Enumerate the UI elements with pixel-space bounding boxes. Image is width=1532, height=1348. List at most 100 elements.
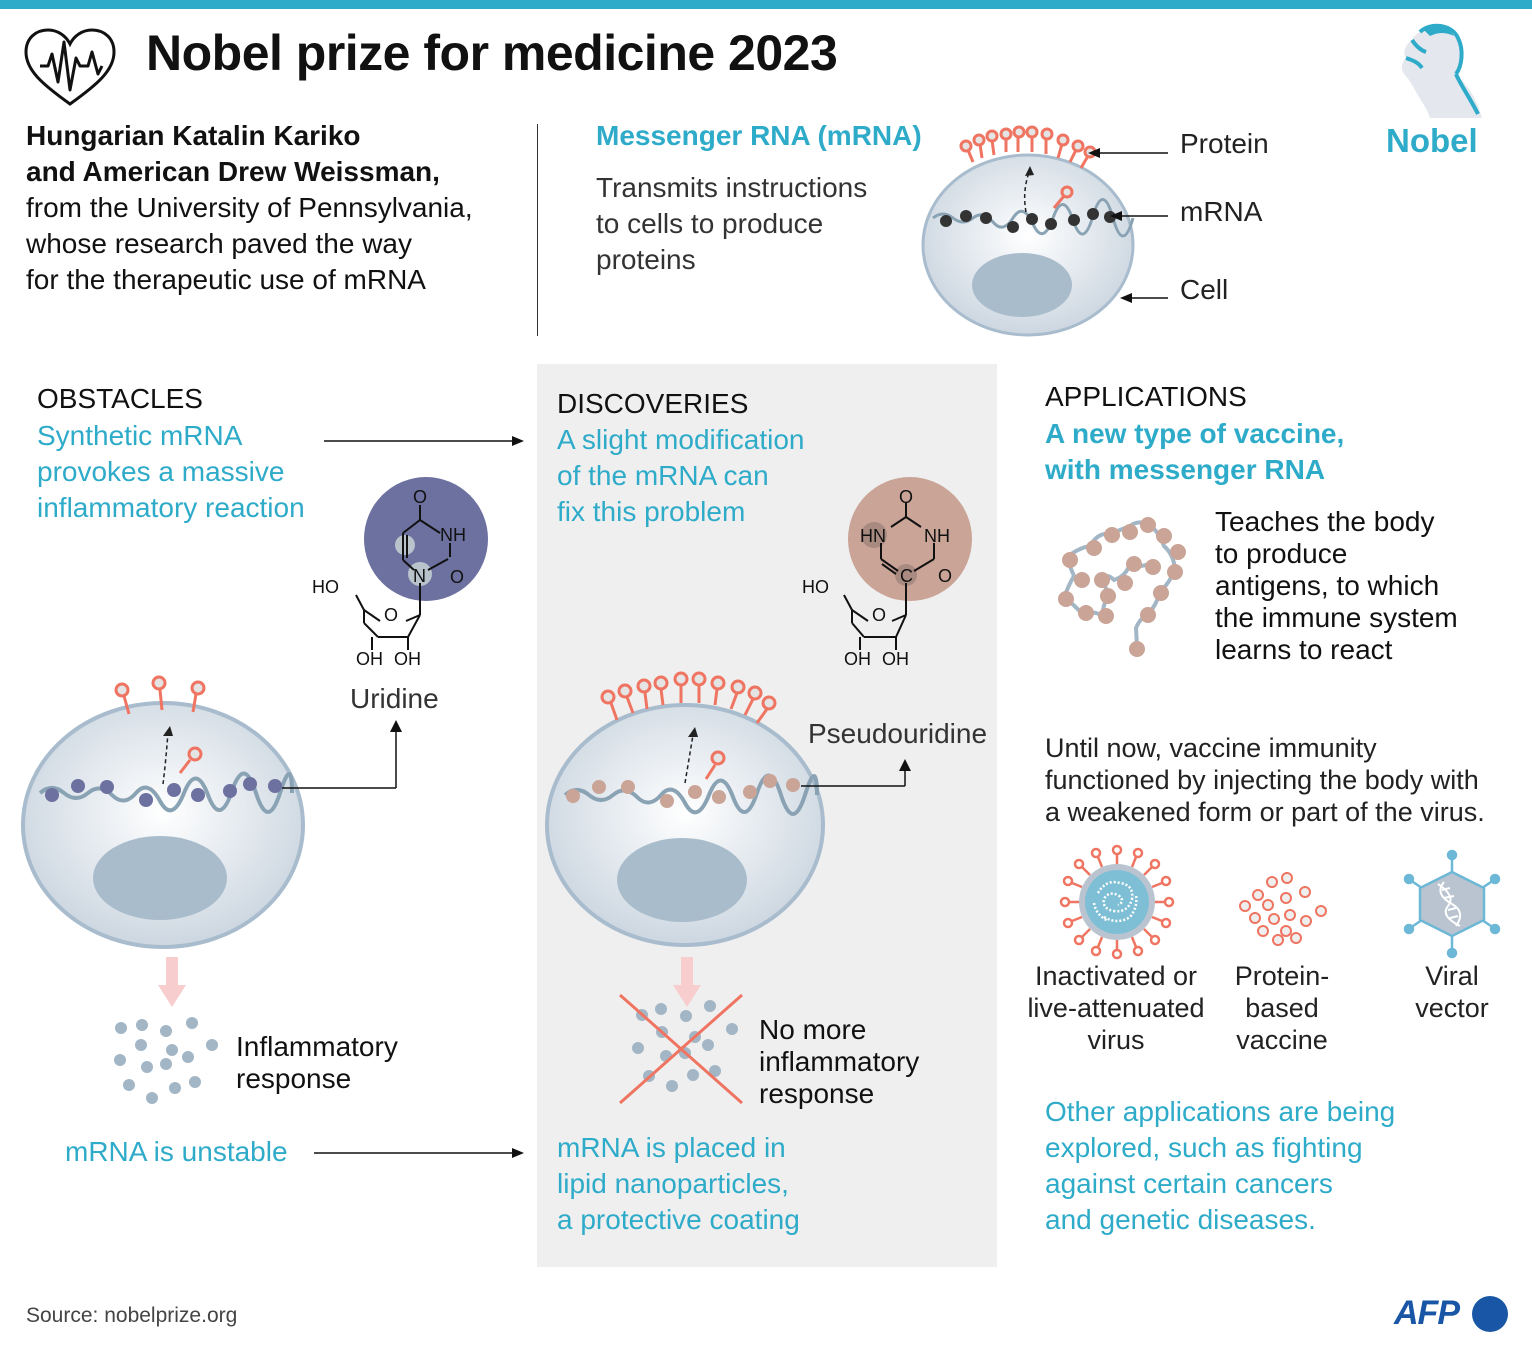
type-line: Inactivated or (1034, 961, 1198, 991)
laureate-line-1: Hungarian Katalin Kariko (26, 120, 361, 151)
uridine-molecule-icon: O NH O N HO O OH OH (312, 477, 488, 669)
svg-text:N: N (413, 566, 426, 586)
applications-subheading: A new type of vaccine, with messenger RN… (1045, 416, 1344, 488)
other-applications-text: Other applications are being explored, s… (1045, 1094, 1395, 1238)
top-accent-bar (0, 0, 1532, 9)
applications-sub-line: with messenger RNA (1045, 454, 1326, 485)
mrna-label: mRNA (1180, 196, 1263, 227)
afp-logo-icon (1472, 1296, 1508, 1332)
intro-line-3: from the University of Pennsylvania, (26, 192, 473, 223)
mrna-description: Transmits instructions to cells to produ… (596, 170, 916, 278)
svg-text:O: O (938, 566, 952, 586)
until-line: functioned by injecting the body with (1045, 765, 1479, 795)
obstacles-line: inflammatory reaction (37, 492, 305, 523)
lipid-nanoparticles-text: mRNA is placed in lipid nanoparticles, a… (557, 1130, 800, 1238)
obstacles-heading: OBSTACLES (37, 383, 203, 414)
discoveries-text: A slight modification of the mRNA can fi… (557, 422, 804, 530)
type-line: based (1245, 993, 1319, 1023)
vaccine-type-label-protein: Protein- based vaccine (1212, 960, 1352, 1056)
vaccine-type-label-vector: Viral vector (1392, 960, 1512, 1024)
pseudouridine-label: Pseudouridine (808, 718, 988, 749)
other-line: against certain cancers (1045, 1168, 1333, 1199)
afp-logo-text: AFP (1394, 1294, 1460, 1332)
type-line: Viral (1425, 961, 1479, 991)
protein-label: Protein (1180, 128, 1269, 159)
applications-heading: APPLICATIONS (1045, 381, 1247, 412)
obstacles-text: Synthetic mRNA provokes a massive inflam… (37, 418, 305, 526)
teach-line: to produce (1215, 538, 1348, 569)
pink-down-arrow-icon (158, 957, 186, 1007)
pseudouridine-molecule-icon: O HN NH C O HO O OH OH (802, 477, 972, 669)
cell-uridine-icon (21, 675, 402, 949)
response-line: Inflammatory (236, 1031, 398, 1062)
intro-line-4: whose research paved the way (26, 228, 412, 259)
svg-text:O: O (413, 487, 427, 507)
discoveries-line: A slight modification (557, 424, 805, 455)
mrna-desc-line: proteins (596, 244, 696, 275)
svg-text:O: O (899, 487, 913, 507)
nobel-portrait-icon (1401, 23, 1482, 118)
no-response-line: No more (759, 1014, 867, 1045)
divider (537, 124, 538, 336)
lipid-line: a protective coating (557, 1204, 800, 1235)
no-response-line: inflammatory (759, 1046, 920, 1077)
protein-particles-icon (1239, 872, 1327, 946)
type-line: live-attenuated (1027, 993, 1205, 1023)
nobel-logo-text: Nobel (1386, 122, 1478, 159)
svg-text:HN: HN (860, 526, 886, 546)
mrna-desc-line: Transmits instructions (596, 172, 868, 203)
svg-text:O: O (384, 605, 398, 625)
teach-line: the immune system (1215, 602, 1458, 633)
arrow-right-icon (324, 436, 524, 446)
inflammatory-response-text: Inflammatory response (236, 1031, 398, 1095)
svg-text:HO: HO (312, 577, 339, 597)
intro-line-5: for the therapeutic use of mRNA (26, 264, 426, 295)
teaches-body-text: Teaches the body to produce antigens, to… (1215, 506, 1458, 666)
svg-text:O: O (872, 605, 886, 625)
lipid-line: mRNA is placed in (557, 1132, 786, 1163)
other-line: and genetic diseases. (1045, 1204, 1316, 1235)
other-line: explored, such as fighting (1045, 1132, 1363, 1163)
pink-down-arrow-icon (673, 957, 701, 1007)
discoveries-line: of the mRNA can (557, 460, 769, 491)
intro-text: Hungarian Katalin Kariko and American Dr… (26, 118, 526, 298)
svg-text:C: C (900, 566, 913, 586)
cell-label: Cell (1180, 274, 1229, 305)
other-line: Other applications are being (1045, 1096, 1396, 1127)
mrna-unstable-text: mRNA is unstable (65, 1136, 288, 1167)
viral-vector-icon (1403, 849, 1501, 959)
heart-pulse-icon (24, 28, 116, 106)
applications-sub-line: A new type of vaccine, (1045, 418, 1345, 449)
type-line: vector (1415, 993, 1489, 1023)
laureate-line-2: and American Drew Weissman, (26, 156, 440, 187)
virus-icon (1059, 844, 1175, 960)
no-response-line: response (759, 1078, 875, 1109)
crossed-particles-icon (619, 993, 743, 1105)
type-line: vaccine (1236, 1025, 1328, 1055)
type-line: Protein- (1234, 961, 1330, 991)
no-inflammatory-text: No more inflammatory response (759, 1014, 919, 1110)
until-now-text: Until now, vaccine immunity functioned b… (1045, 732, 1485, 828)
svg-text:OH: OH (394, 649, 421, 669)
obstacles-line: provokes a massive (37, 456, 285, 487)
source-credit: Source: nobelprize.org (26, 1304, 238, 1327)
lipid-line: lipid nanoparticles, (557, 1168, 789, 1199)
vaccine-type-label-virus: Inactivated or live-attenuated virus (1016, 960, 1216, 1056)
teach-line: antigens, to which (1215, 570, 1440, 601)
mrna-heading: Messenger RNA (mRNA) (596, 120, 922, 151)
svg-text:OH: OH (356, 649, 383, 669)
svg-text:NH: NH (924, 526, 950, 546)
until-line: Until now, vaccine immunity (1045, 733, 1377, 763)
mrna-chain-icon (1058, 517, 1186, 657)
until-line: a weakened form or part of the virus. (1045, 797, 1485, 827)
cell-diagram-icon (921, 125, 1168, 337)
svg-text:NH: NH (440, 525, 466, 545)
svg-text:HO: HO (802, 577, 829, 597)
discoveries-line: fix this problem (557, 496, 746, 527)
svg-text:OH: OH (882, 649, 909, 669)
discoveries-heading: DISCOVERIES (557, 388, 749, 419)
svg-text:OH: OH (844, 649, 871, 669)
arrow-right-icon (314, 1148, 524, 1158)
obstacles-line: Synthetic mRNA (37, 420, 243, 451)
svg-text:O: O (450, 567, 464, 587)
